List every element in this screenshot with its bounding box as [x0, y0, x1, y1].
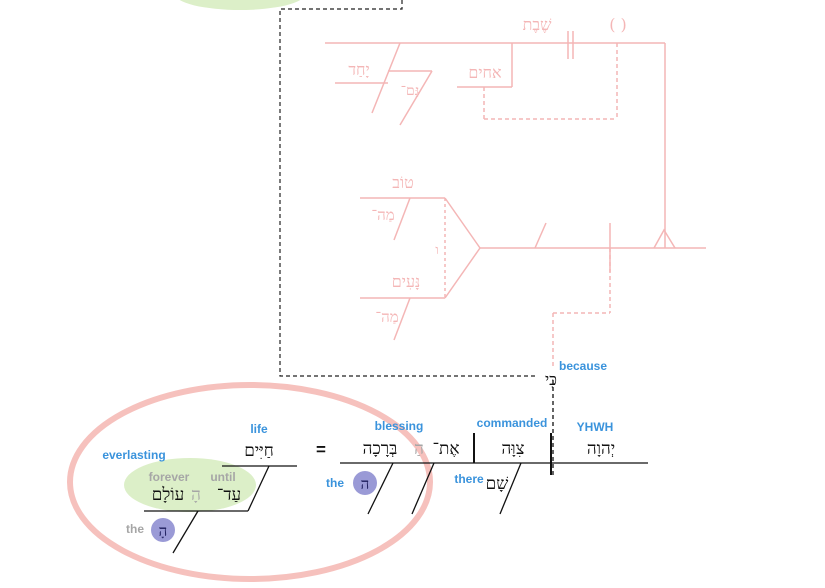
word-tsivah: צִוָּה [501, 439, 524, 459]
gloss-the-2: the [126, 522, 144, 536]
word-naim: נָּעִים [392, 272, 420, 291]
word-sham: שָׁם [486, 474, 509, 494]
gloss-forever: forever [149, 470, 190, 484]
word-shabbat: שֶׁבֶת [523, 15, 552, 34]
equals-sign: = [316, 440, 326, 459]
word-ki: כִּי [545, 370, 557, 389]
gloss-everlasting: everlasting [102, 448, 165, 462]
gloss-until: until [210, 470, 235, 484]
dashed-connector [279, 0, 538, 377]
word-ha-1: הַ [414, 439, 424, 459]
article-circle-1 [353, 471, 377, 495]
word-article-2: הָ [159, 522, 168, 540]
gloss-because: because [559, 359, 607, 373]
gloss-yhwh: YHWH [577, 420, 614, 434]
word-mah-1: מַה־ [371, 206, 394, 224]
word-vav: ו [435, 243, 438, 258]
word-yhwh: יְהוָה [587, 439, 615, 459]
word-yachad: יָחַד [348, 60, 369, 79]
word-et: אֶת־ [432, 439, 459, 459]
upper-clause [325, 31, 706, 368]
word-paren: ( ) [609, 15, 627, 34]
green-oval-top [179, 0, 301, 10]
main-clause [144, 380, 648, 554]
word-ha-2: הָ [191, 485, 201, 505]
word-gam: גַּם־ [401, 83, 420, 99]
word-ad: עַד־ [217, 485, 241, 505]
word-achim: אחים [468, 63, 502, 82]
gloss-there: there [454, 472, 484, 486]
article-circle-2 [151, 518, 175, 542]
word-berakhah: בְּרָכָה [363, 439, 398, 459]
word-article-1: ה [361, 475, 370, 493]
green-oval [124, 458, 256, 512]
word-tov: טוֹב [392, 173, 413, 192]
word-chayim: חַיִּים [244, 441, 274, 461]
gloss-blessing: blessing [375, 419, 424, 433]
gloss-commanded: commanded [477, 416, 548, 430]
gloss-life: life [250, 422, 268, 436]
red-oval [67, 382, 433, 582]
gloss-the-1: the [326, 476, 344, 490]
word-mah-2: מַה־ [375, 308, 398, 326]
word-olam: עוֹלָם [152, 485, 185, 505]
